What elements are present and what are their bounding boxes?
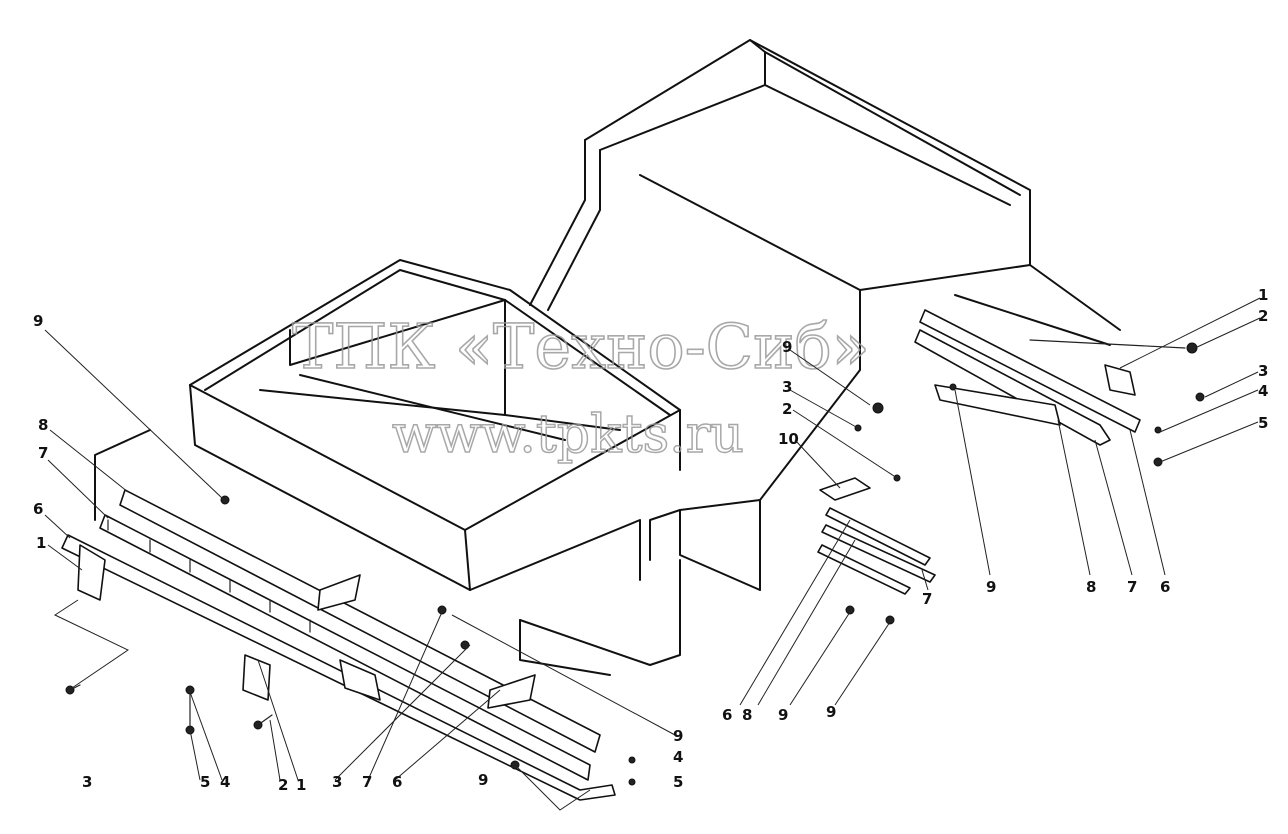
callout: 9 <box>673 727 683 745</box>
callout: 5 <box>1258 414 1268 432</box>
callout: 6 <box>33 500 43 518</box>
callout: 4 <box>1258 382 1268 400</box>
right-rail-upper <box>919 309 1141 433</box>
middle-rail-2 <box>821 524 936 583</box>
callout: 7 <box>38 444 48 462</box>
callout: 9 <box>33 312 43 330</box>
callouts-middle: 9 3 2 10 7 6 8 9 9 <box>722 338 932 724</box>
left-bracket-mid <box>242 654 271 701</box>
callout: 8 <box>742 706 752 724</box>
callout: 5 <box>673 773 683 791</box>
middle-rail-3 <box>817 544 911 595</box>
callout: 6 <box>392 773 402 791</box>
callouts-right: 1 2 3 4 5 6 7 8 9 <box>986 286 1268 596</box>
callout: 6 <box>722 706 732 724</box>
callout: 9 <box>986 578 996 596</box>
callout: 3 <box>82 773 92 791</box>
left-rail-lower <box>61 534 616 801</box>
left-clip-b <box>487 674 536 709</box>
callout: 4 <box>673 748 683 766</box>
callout: 9 <box>782 338 792 356</box>
body-shell <box>94 39 1121 676</box>
callout: 9 <box>478 771 488 789</box>
leader-lines <box>44 297 1261 811</box>
callout: 1 <box>296 776 306 794</box>
callout: 7 <box>1127 578 1137 596</box>
middle-bracket <box>819 477 871 501</box>
right-bracket <box>1104 364 1136 396</box>
callout: 2 <box>1258 307 1268 325</box>
callout: 5 <box>200 773 210 791</box>
callout: 9 <box>826 703 836 721</box>
watermark-company: ТПК «Техно-Сиб» <box>292 310 870 383</box>
watermark-url: www.tpkts.ru <box>392 405 744 465</box>
callout: 6 <box>1160 578 1170 596</box>
left-clip-a <box>317 574 361 611</box>
callout: 2 <box>782 400 792 418</box>
callout: 3 <box>782 378 792 396</box>
callout: 2 <box>278 776 288 794</box>
right-flap <box>934 384 1061 426</box>
right-rail-lower <box>914 329 1111 446</box>
left-rail-middle <box>99 514 591 781</box>
callout: 7 <box>922 590 932 608</box>
right-rail-assembly <box>914 309 1205 467</box>
callout: 4 <box>220 773 230 791</box>
left-bracket-front <box>77 544 106 601</box>
callouts-left: 9 8 7 6 1 3 5 4 2 1 3 7 6 9 4 5 9 <box>33 312 683 794</box>
left-rail-assembly <box>61 489 636 801</box>
callout: 10 <box>778 430 799 448</box>
middle-rail-assembly <box>817 402 936 625</box>
callout: 8 <box>1086 578 1096 596</box>
callout: 7 <box>362 773 372 791</box>
callout: 8 <box>38 416 48 434</box>
middle-rail-1 <box>825 507 931 566</box>
callout: 9 <box>778 706 788 724</box>
callout: 1 <box>1258 286 1268 304</box>
callout: 3 <box>1258 362 1268 380</box>
left-rail-upper <box>119 489 601 753</box>
callout: 1 <box>36 534 46 552</box>
callout: 3 <box>332 773 342 791</box>
left-flap <box>339 659 381 701</box>
